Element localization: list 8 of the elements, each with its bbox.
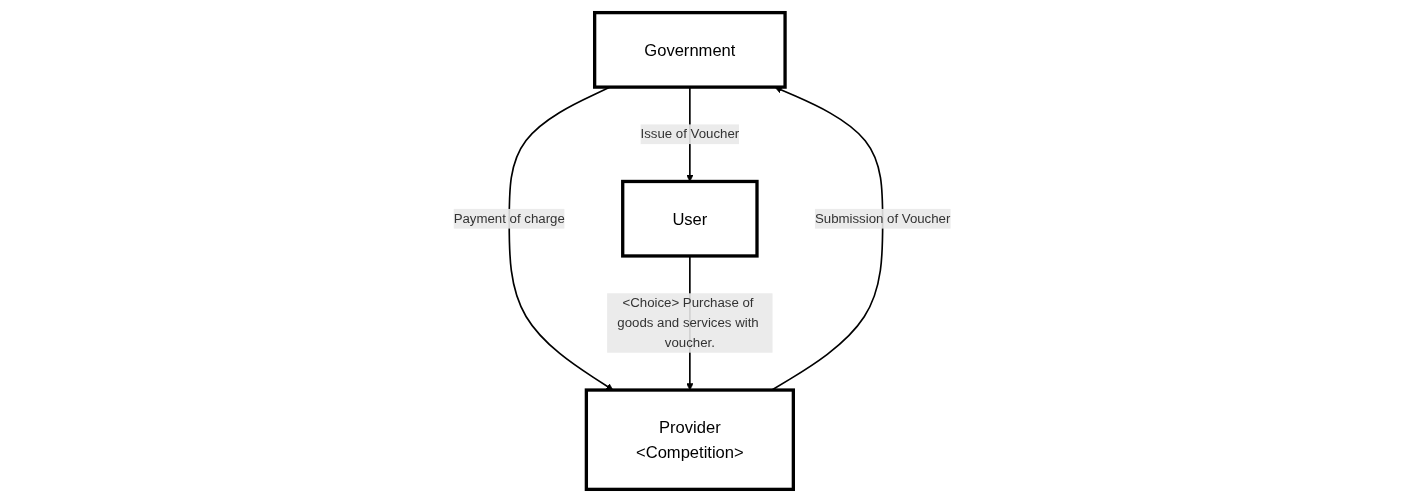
edge-label: <Choice> Purchase of goods and services with voucher.	[617, 295, 759, 350]
node-box: User	[621, 179, 759, 258]
arrow	[771, 86, 884, 391]
edge-label: Submission of Voucher	[814, 211, 951, 226]
edge-label: Issue of Voucher	[640, 126, 740, 141]
node-box: Government	[592, 10, 787, 89]
node-box: Provider <Competition>	[584, 388, 795, 491]
edge-label: Payment of charge	[453, 211, 565, 226]
